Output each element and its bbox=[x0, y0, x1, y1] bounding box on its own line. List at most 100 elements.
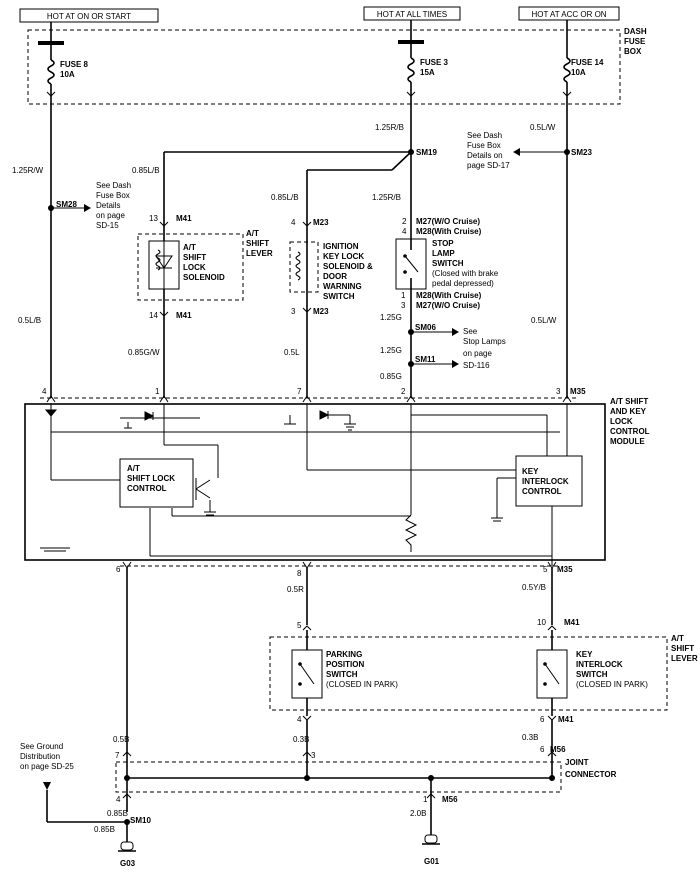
conn-m41-10: 10 bbox=[537, 618, 546, 627]
shift-lock-control-2: SHIFT LOCK bbox=[127, 474, 175, 483]
conn-m41-c: M41 bbox=[564, 618, 580, 627]
splice-sm11: SM11 bbox=[415, 355, 436, 364]
ground-icon-module-4 bbox=[204, 511, 216, 516]
pin-7: 7 bbox=[297, 387, 302, 396]
conn-m28-top: M28(With Cruise) bbox=[416, 227, 482, 236]
parking-label-4: (CLOSED IN PARK) bbox=[326, 680, 398, 689]
module-internal-wiring bbox=[44, 404, 568, 566]
note-sd116: See Stop Lamps on page SD-116 bbox=[463, 327, 506, 370]
fuse-3-rating: 15A bbox=[420, 68, 435, 77]
ignition-label-3: SOLENOID & bbox=[323, 262, 373, 271]
conn-m28-4: 4 bbox=[402, 227, 407, 236]
conn-m27-top: M27(W/O Cruise) bbox=[416, 217, 480, 226]
conn-m41-bottom: M41 bbox=[176, 311, 192, 320]
ground-g03-icon bbox=[118, 841, 136, 852]
shift-lock-control-3: CONTROL bbox=[127, 484, 167, 493]
conn-m27-3: 3 bbox=[401, 301, 406, 310]
conn-m41-14: 14 bbox=[149, 311, 158, 320]
svg-text:Stop Lamps: Stop Lamps bbox=[463, 337, 506, 346]
conn-m56-4: 4 bbox=[116, 795, 121, 804]
shift-lever-top-1: A/T bbox=[246, 229, 259, 238]
pin-4: 4 bbox=[42, 387, 47, 396]
svg-text:on page: on page bbox=[463, 349, 492, 358]
resistor-icon bbox=[404, 514, 418, 552]
joint-connector-box bbox=[115, 761, 562, 793]
stop-lamp-label-4: (Closed with brake bbox=[432, 269, 499, 278]
power-label-all-times: HOT AT ALL TIMES bbox=[363, 6, 461, 21]
ground-icon-module-2 bbox=[40, 547, 70, 552]
note-sd25: See Ground Distribution on page SD-25 bbox=[20, 742, 74, 771]
conn-m41-4: 4 bbox=[297, 715, 302, 724]
stop-lamp-label-3: SWITCH bbox=[432, 259, 464, 268]
key-interlock-switch-3: SWITCH bbox=[576, 670, 608, 679]
module-label-3: LOCK bbox=[610, 417, 633, 426]
splice-sm23: SM23 bbox=[571, 148, 592, 157]
splice-sm28: SM28 bbox=[56, 200, 77, 209]
ignition-label-5: WARNING bbox=[323, 282, 362, 291]
dash-fuse-box bbox=[27, 29, 621, 105]
module-label-5: MODULE bbox=[610, 437, 645, 446]
diode-icon-2 bbox=[319, 410, 330, 420]
stop-lamp-label-2: LAMP bbox=[432, 249, 455, 258]
svg-text:on page SD-25: on page SD-25 bbox=[20, 762, 74, 771]
wire-label-14: 0.5R bbox=[287, 585, 304, 594]
svg-text:page SD-17: page SD-17 bbox=[467, 161, 510, 170]
control-module-box bbox=[24, 403, 606, 561]
shift-lever-bottom-3: LEVER bbox=[671, 654, 698, 663]
note-sd15: See Dash Fuse Box Details on page SD-15 bbox=[96, 181, 131, 230]
svg-text:SD-116: SD-116 bbox=[463, 361, 490, 370]
wire-label-17: 0.3B bbox=[293, 735, 309, 744]
svg-text:HOT AT ALL TIMES: HOT AT ALL TIMES bbox=[377, 10, 447, 19]
shift-lever-bottom-1: A/T bbox=[671, 634, 684, 643]
fuse-14-icon bbox=[562, 20, 572, 100]
conn-m35-bottom: M35 bbox=[557, 565, 573, 574]
module-label-4: CONTROL bbox=[610, 427, 650, 436]
diode-icon-1 bbox=[144, 411, 155, 421]
conn-m35-top: M35 bbox=[570, 387, 586, 396]
solenoid-label-3: LOCK bbox=[183, 263, 206, 272]
conn-m56-6: 6 bbox=[540, 745, 545, 754]
wire-label-15: 0.5Y/B bbox=[522, 583, 546, 592]
ignition-coil-icon bbox=[295, 251, 301, 281]
ground-g03-label: G03 bbox=[120, 859, 136, 868]
parking-label-1: PARKING bbox=[326, 650, 362, 659]
conn-m41-d: M41 bbox=[558, 715, 574, 724]
conn-m28-1: 1 bbox=[401, 291, 406, 300]
conn-m41-13: 13 bbox=[149, 214, 158, 223]
wire-label-9: 0.5L bbox=[284, 348, 300, 357]
wire-label-11: 1.25G bbox=[380, 346, 402, 355]
dash-fuse-box-label-2: FUSE bbox=[624, 37, 646, 46]
wire-label-5: 0.85L/B bbox=[271, 193, 299, 202]
shift-lever-top-3: LEVER bbox=[246, 249, 273, 258]
conn-m56-bottom: M56 bbox=[442, 795, 458, 804]
wire-label-8: 0.85G/W bbox=[128, 348, 160, 357]
pin-5: 5 bbox=[543, 565, 548, 574]
svg-text:See Dash: See Dash bbox=[467, 131, 502, 140]
wire-label-12: 0.85G bbox=[380, 372, 402, 381]
joint-label-1: JOINT bbox=[565, 758, 589, 767]
note-sd17: See Dash Fuse Box Details on page SD-17 bbox=[467, 131, 510, 170]
stop-lamp-label-1: STOP bbox=[432, 239, 454, 248]
key-interlock-control-box bbox=[515, 455, 583, 507]
shift-lever-box-bottom bbox=[269, 636, 668, 711]
transistor-icon bbox=[195, 478, 211, 500]
conn-m27-2: 2 bbox=[402, 217, 407, 226]
svg-text:HOT AT ACC OR ON: HOT AT ACC OR ON bbox=[531, 10, 606, 19]
key-interlock-switch-4: (CLOSED IN PARK) bbox=[576, 680, 648, 689]
ignition-label-6: SWITCH bbox=[323, 292, 355, 301]
ground-icon-module-3 bbox=[491, 517, 503, 522]
conn-m27-bottom: M27(W/O Cruise) bbox=[416, 301, 480, 310]
parking-label-2: POSITION bbox=[326, 660, 364, 669]
wire-label-19: 0.85B bbox=[107, 809, 128, 818]
wire-label-18: 0.3B bbox=[522, 733, 538, 742]
fuse-8-name: FUSE 8 bbox=[60, 60, 89, 69]
pin-6: 6 bbox=[116, 565, 121, 574]
conn-m23-bottom: M23 bbox=[313, 307, 329, 316]
splice-sm19-dot bbox=[408, 149, 414, 155]
svg-text:Fuse Box: Fuse Box bbox=[467, 141, 501, 150]
splice-sm19: SM19 bbox=[416, 148, 437, 157]
ignition-box bbox=[289, 241, 319, 293]
wire-label-13: 0.5L/W bbox=[531, 316, 557, 325]
module-label-1: A/T SHIFT bbox=[610, 397, 648, 406]
power-label-on-start: HOT AT ON OR START bbox=[19, 8, 159, 23]
